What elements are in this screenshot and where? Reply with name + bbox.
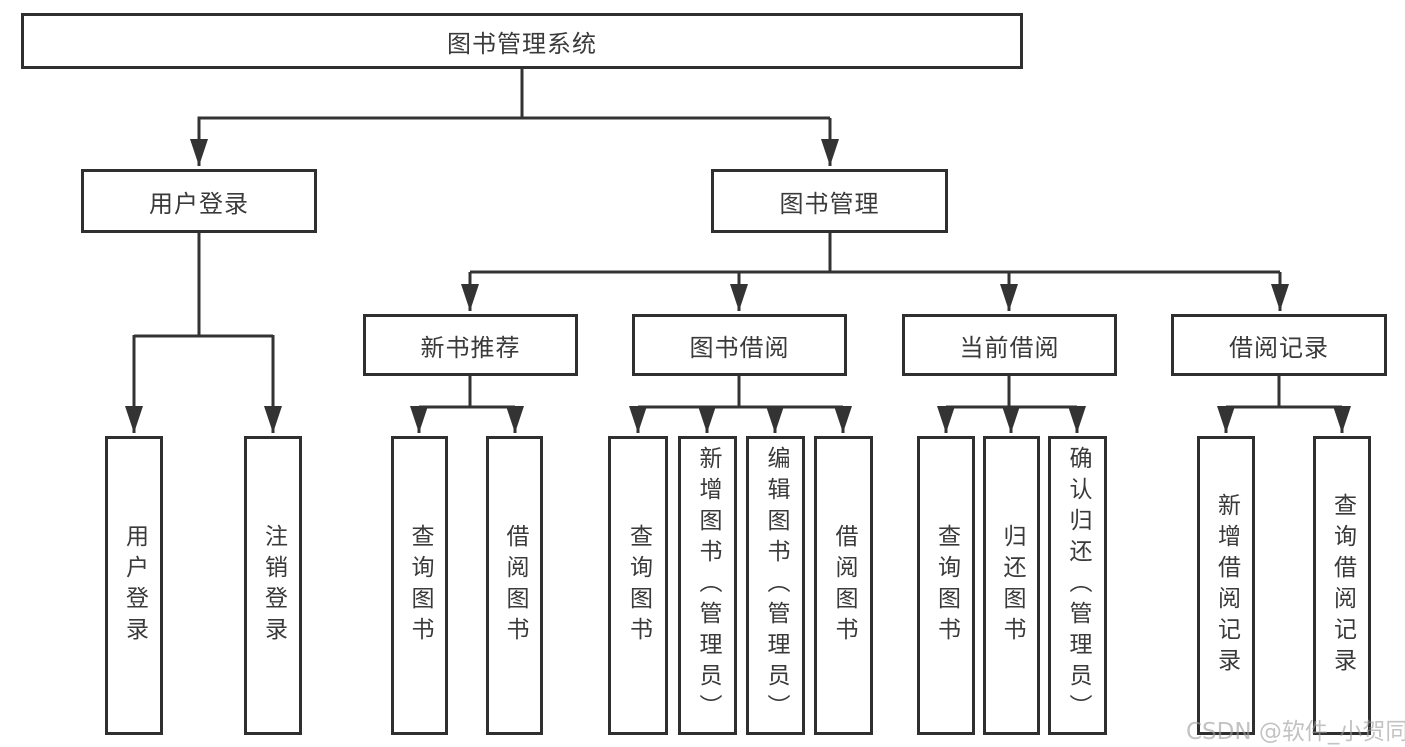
leaf-current-return-books-label: 归还图书 [999, 523, 1025, 648]
leaf-user-login-label: 用户登录 [121, 523, 148, 648]
leaf-borrow-query-books: 查询图书 [608, 436, 668, 735]
leaf-record-add-record: 新增借阅记录 [1197, 436, 1255, 735]
node-user-login-label: 用户登录 [149, 189, 249, 218]
node-root-label: 图书管理系统 [447, 29, 597, 58]
leaf-record-add-record-label: 新增借阅记录 [1213, 492, 1240, 679]
node-borrowing-records: 借阅记录 [1171, 314, 1387, 376]
leaf-borrow-edit-books-admin: 编辑图书（管理员） [746, 436, 805, 735]
leaf-newbook-query-books: 查询图书 [391, 436, 448, 735]
leaf-borrow-add-books-admin-label: 新增图书（管理员） [695, 446, 721, 725]
node-new-book-recommend: 新书推荐 [363, 314, 578, 376]
leaf-logout: 注销登录 [244, 436, 302, 735]
leaf-current-confirm-return-admin: 确认归还（管理员） [1048, 436, 1107, 735]
node-current-borrowing-label: 当前借阅 [959, 333, 1060, 362]
node-borrowing-records-label: 借阅记录 [1229, 333, 1329, 362]
leaf-borrow-query-books-label: 查询图书 [625, 523, 652, 648]
leaf-user-login: 用户登录 [105, 436, 163, 735]
leaf-current-query-books-label: 查询图书 [933, 523, 960, 648]
node-book-borrowing-label: 图书借阅 [689, 333, 790, 362]
node-new-book-recommend-label: 新书推荐 [420, 333, 521, 362]
node-root: 图书管理系统 [21, 13, 1023, 69]
node-book-management: 图书管理 [711, 169, 948, 233]
leaf-newbook-borrow-books-label: 借阅图书 [502, 523, 528, 648]
node-user-login: 用户登录 [81, 169, 317, 233]
leaf-newbook-borrow-books: 借阅图书 [486, 436, 543, 735]
leaf-record-query-record: 查询借阅记录 [1313, 436, 1371, 735]
node-book-management-label: 图书管理 [779, 189, 880, 218]
leaf-current-query-books: 查询图书 [917, 436, 975, 735]
leaf-borrow-borrow-books-label: 借阅图书 [831, 523, 857, 648]
leaf-logout-label: 注销登录 [260, 523, 287, 648]
leaf-borrow-add-books-admin: 新增图书（管理员） [678, 436, 737, 735]
leaf-record-query-record-label: 查询借阅记录 [1329, 492, 1356, 679]
leaf-current-confirm-return-admin-label: 确认归还（管理员） [1065, 446, 1091, 725]
csdn-watermark: CSDN @软件_小贺同学 [1186, 719, 1405, 745]
leaf-newbook-query-books-label: 查询图书 [407, 523, 433, 648]
leaf-borrow-borrow-books: 借阅图书 [814, 436, 873, 735]
node-book-borrowing: 图书借阅 [632, 314, 847, 376]
leaf-current-return-books: 归还图书 [983, 436, 1040, 735]
node-current-borrowing: 当前借阅 [902, 314, 1117, 376]
leaf-borrow-edit-books-admin-label: 编辑图书（管理员） [763, 446, 789, 725]
